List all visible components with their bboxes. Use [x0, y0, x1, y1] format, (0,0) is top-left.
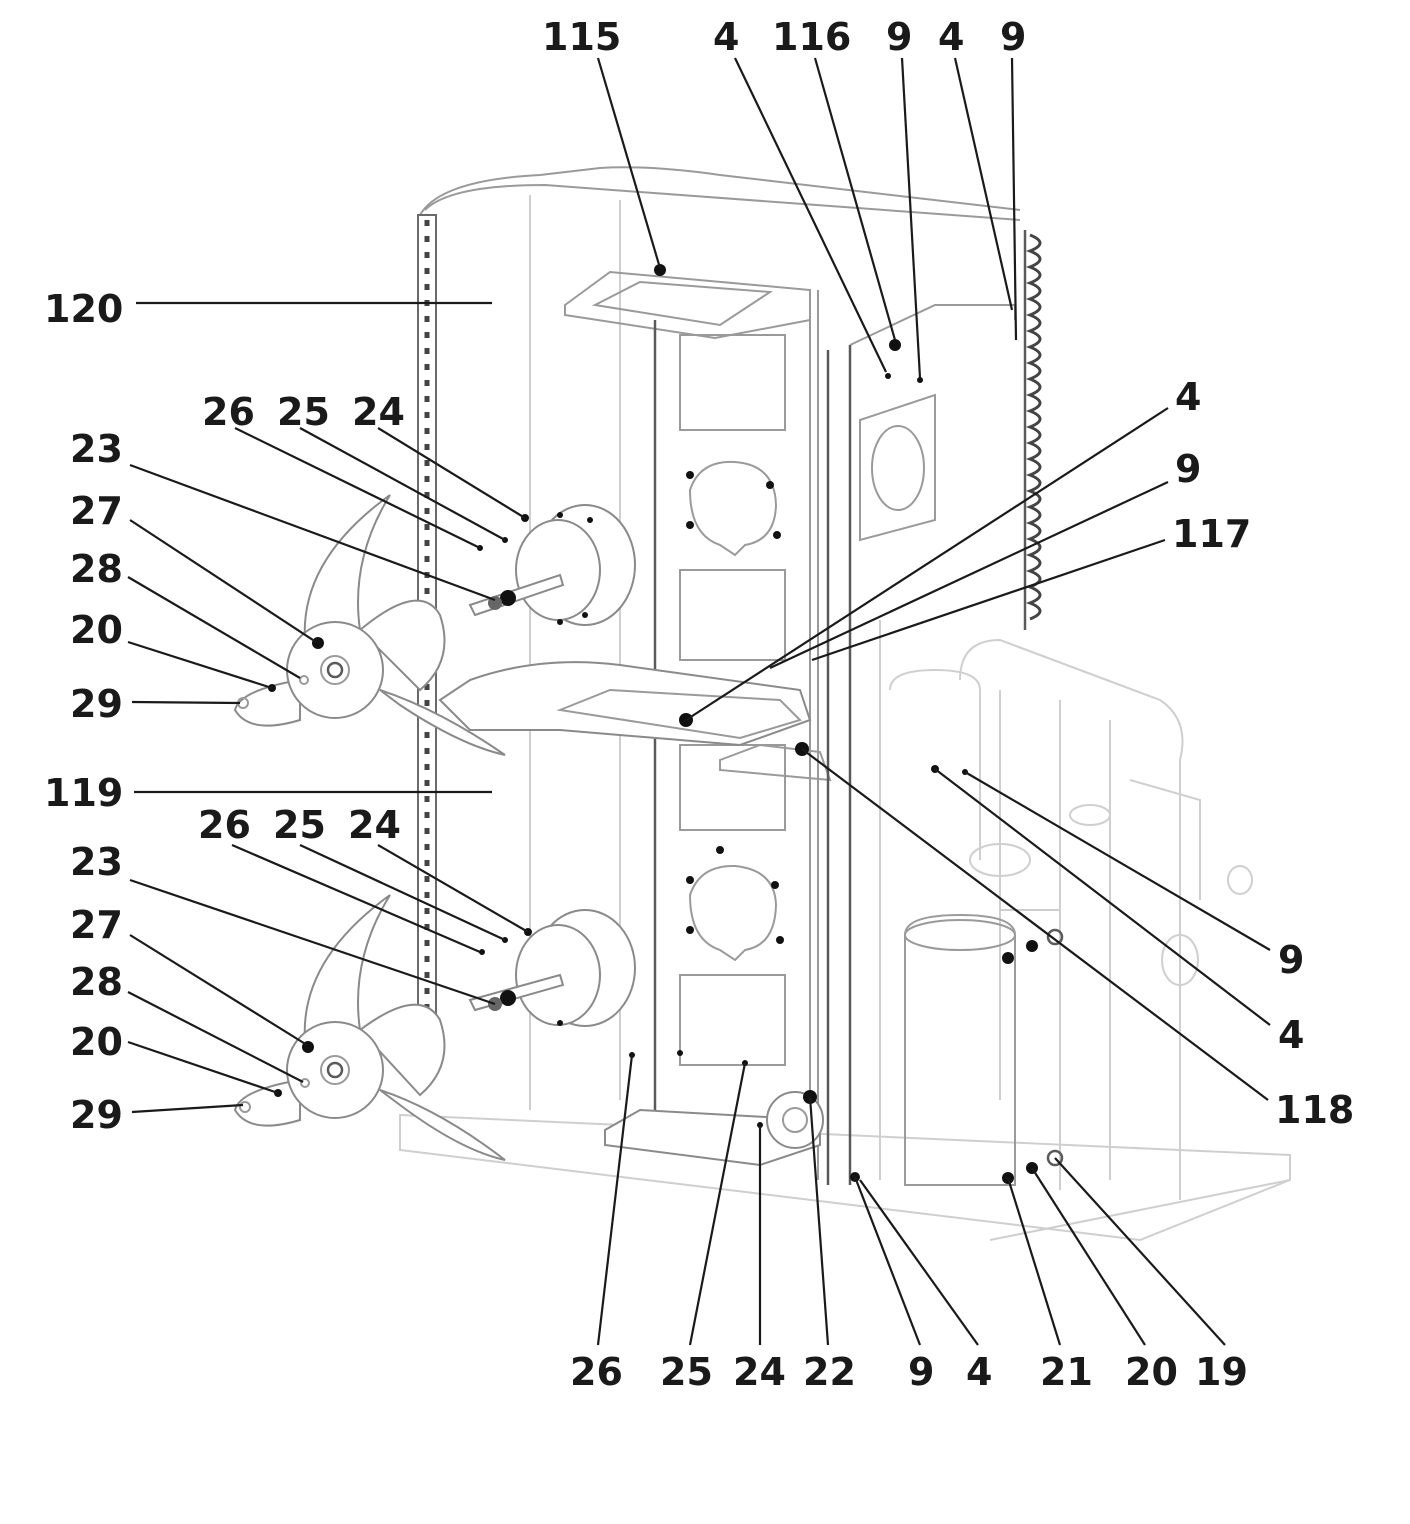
label-27-lower: 27: [70, 903, 123, 947]
label-20-upper: 20: [70, 608, 123, 652]
label-29-upper: 29: [70, 682, 123, 726]
label-119: 119: [44, 771, 123, 815]
fan-motor-lower: [468, 909, 636, 1027]
label-4-top: 4: [713, 15, 739, 59]
label-24-upper: 24: [352, 390, 405, 434]
front-divider-panel: [826, 304, 1016, 1185]
fan-motor-upper: [468, 504, 636, 626]
label-28-lower: 28: [70, 960, 123, 1004]
fan-blade-upper: [233, 494, 506, 756]
middle-plate: [438, 661, 832, 782]
label-21: 21: [1040, 1350, 1093, 1394]
label-25-bottom: 25: [660, 1350, 713, 1394]
label-25-upper: 25: [277, 390, 330, 434]
label-28-upper: 28: [70, 547, 123, 591]
refrigerant-piping: [879, 620, 1253, 1200]
callout-labels: 115 4 116 9 4 9 120 26 25 24 23 27 28 20…: [44, 15, 1354, 1394]
center-partition: [564, 264, 819, 1180]
side-panel-120: [419, 166, 1021, 1110]
label-4-top-b: 4: [938, 15, 964, 59]
bottom-bracket: [604, 1050, 824, 1167]
label-26-upper: 26: [202, 390, 255, 434]
label-9-right-a: 9: [1175, 447, 1201, 491]
label-118: 118: [1275, 1088, 1354, 1132]
label-9-top-b: 9: [1000, 15, 1026, 59]
label-9-top-a: 9: [886, 15, 912, 59]
label-22: 22: [803, 1350, 856, 1394]
label-25-lower: 25: [273, 803, 326, 847]
label-9-bottom: 9: [908, 1350, 934, 1394]
leader-lines: [127, 57, 1271, 1346]
label-29-lower: 29: [70, 1093, 123, 1137]
label-4-right-a: 4: [1175, 375, 1201, 419]
compressor-fasteners: [850, 765, 1064, 1184]
label-19: 19: [1195, 1350, 1248, 1394]
label-120: 120: [44, 287, 123, 331]
label-27-upper: 27: [70, 489, 123, 533]
label-26-lower: 26: [198, 803, 251, 847]
label-24-lower: 24: [348, 803, 401, 847]
label-115: 115: [542, 15, 621, 59]
label-24-bottom: 24: [733, 1350, 786, 1394]
label-23-lower: 23: [70, 840, 123, 884]
label-20-bottom: 20: [1125, 1350, 1178, 1394]
label-20-lower: 20: [70, 1020, 123, 1064]
label-4-bottom: 4: [966, 1350, 992, 1394]
label-117: 117: [1172, 512, 1251, 556]
fan-blade-lower: [233, 894, 506, 1161]
compressor: [904, 909, 1061, 1190]
label-9-right-b: 9: [1278, 938, 1304, 982]
accumulator-tank: [889, 668, 981, 860]
label-4-right-b: 4: [1278, 1013, 1304, 1057]
label-116: 116: [772, 15, 851, 59]
base-frame: [399, 1113, 1291, 1242]
label-23-upper: 23: [70, 427, 123, 471]
label-26-bottom: 26: [570, 1350, 623, 1394]
right-coil-serpentine: [1023, 230, 1042, 630]
